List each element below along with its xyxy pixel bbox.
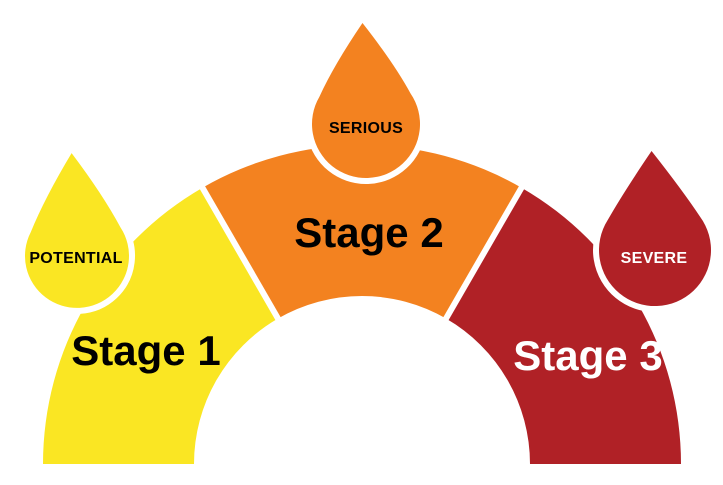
serious-droplet-shape (312, 23, 420, 178)
droplet-markers: POTENTIAL SERIOUS SEVERE (19, 17, 717, 314)
arc-segments (42, 144, 681, 464)
potential-droplet-label: POTENTIAL (29, 250, 122, 267)
segment-dividers (194, 176, 530, 329)
segment-divider-left (194, 176, 286, 329)
stage-2-arc-segment (202, 144, 522, 319)
potential-droplet-shape (25, 153, 129, 308)
severe-droplet-label: SEVERE (621, 250, 688, 267)
stage-labels: Stage 1 Stage 2 Stage 3 (71, 209, 662, 379)
stage-3-arc-segment (446, 187, 681, 464)
stage-1-label: Stage 1 (71, 327, 220, 374)
stage-1-arc-segment (42, 187, 278, 464)
severe-droplet-shape (599, 151, 711, 307)
stage-2-label: Stage 2 (294, 209, 443, 256)
serious-droplet-label: SERIOUS (329, 120, 403, 137)
segment-divider-right (438, 176, 530, 329)
stage-3-label: Stage 3 (513, 332, 662, 379)
severe-droplet (593, 145, 717, 313)
potential-droplet (19, 147, 135, 314)
serious-droplet (306, 17, 426, 184)
